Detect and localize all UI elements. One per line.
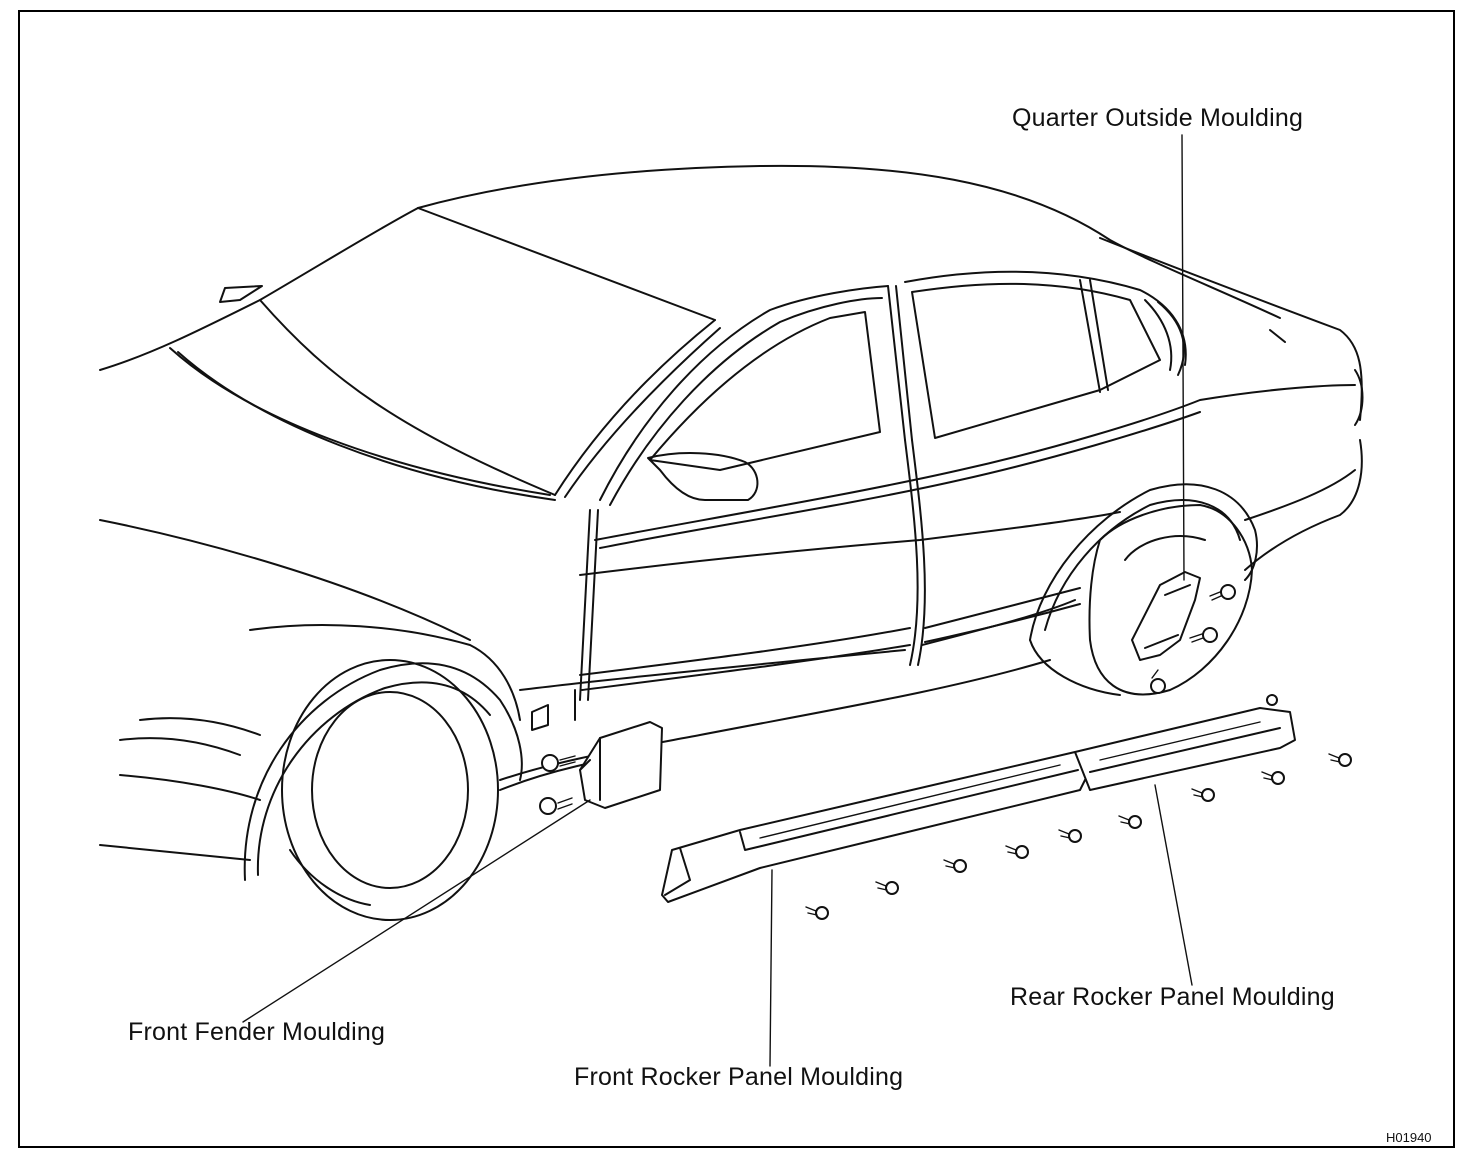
- figure-frame: [18, 10, 1455, 1148]
- front-rocker-panel-part: [661, 751, 1091, 903]
- label-quarter-outside-moulding: Quarter Outside Moulding: [1012, 104, 1304, 132]
- quarter-clips: [1150, 584, 1236, 694]
- fender-clips: [539, 754, 576, 815]
- leader-front-rocker: [769, 869, 773, 1067]
- label-rear-rocker-panel-moulding: Rear Rocker Panel Moulding: [1010, 983, 1335, 1011]
- rocker-clips: [805, 753, 1352, 920]
- car-body: [99, 164, 1364, 921]
- quarter-outside-moulding-part: [1131, 571, 1201, 661]
- figure-code: H01940: [1386, 1130, 1432, 1145]
- rear-rocker-panel-part: [1074, 694, 1296, 791]
- leader-quarter-outside: [1181, 134, 1185, 581]
- leader-front-fender: [242, 799, 591, 1023]
- leader-rear-rocker: [1154, 784, 1193, 986]
- label-front-fender-moulding: Front Fender Moulding: [128, 1018, 386, 1046]
- label-front-rocker-panel-moulding: Front Rocker Panel Moulding: [574, 1063, 904, 1091]
- front-fender-moulding-part: [579, 721, 663, 809]
